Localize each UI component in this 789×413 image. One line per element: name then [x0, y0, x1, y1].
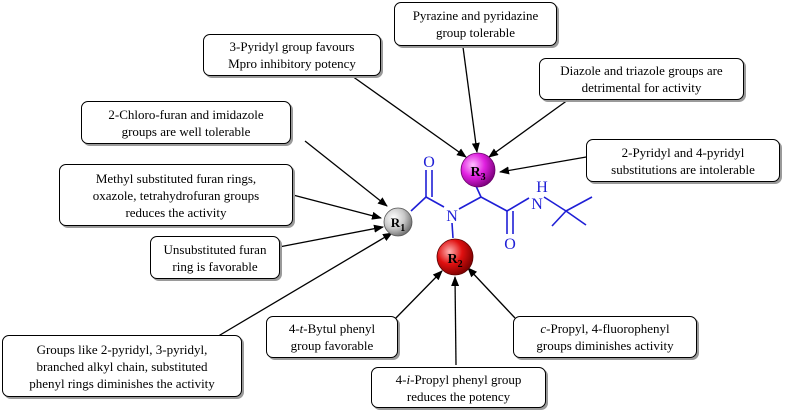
note-tbutyl-line2: group favorable	[290, 338, 374, 353]
note-cpropyl-line2: groups diminishes activity	[536, 338, 674, 353]
molecule-atoms: O N O N H	[423, 154, 548, 253]
r2-sphere: R2	[436, 238, 474, 276]
note-groupslike-line2: branched alkyl chain, substituted	[36, 358, 208, 374]
note-cpropyl-line1: c-Propyl, 4-fluorophenyl	[540, 321, 670, 336]
arrow-pyridyl3	[351, 75, 467, 158]
note-tbutyl-line1: 4-t-Bytul phenyl	[288, 321, 376, 336]
note-methylfuran-line2: oxazole, tetrahydrofuran groups	[92, 187, 260, 203]
molecule-bonds	[410, 170, 593, 239]
note-groupslike-line3: phenyl rings diminishes the activity	[29, 375, 215, 391]
note-diazole-line1: Diazole and triazole groups are	[560, 63, 723, 78]
note-chlorofuran-line2: groups are well tolerable	[121, 123, 251, 139]
arrow-ipropyl	[451, 276, 460, 366]
r3-sphere: R3	[460, 152, 496, 188]
note-pyrazine-line2: group tolerable	[435, 25, 516, 40]
atom-n-amine: N	[531, 196, 543, 213]
arrow-cpropyl	[467, 267, 516, 319]
note-cpropyl: c-Propyl, 4-fluorophenyl groups diminish…	[513, 316, 697, 358]
note-pyrazine: Pyrazine and pyridazine group tolerable	[394, 2, 557, 46]
note-ipropyl-line2: reduces the potency	[406, 388, 511, 404]
arrows	[214, 46, 593, 366]
atom-h-amine: H	[536, 179, 548, 196]
note-pyridyl3-line1: 3-Pyridyl group favours	[229, 39, 355, 54]
atom-n-amide: N	[446, 208, 458, 225]
arrow-pyridyl24	[499, 155, 593, 175]
atom-o-carbonyl-2: O	[504, 236, 516, 253]
note-groupslike: Groups like 2-pyridyl, 3-pyridyl, branch…	[2, 335, 242, 397]
note-chlorofuran-line1: 2-Chloro-furan and imidazole	[108, 106, 264, 122]
note-pyridyl24-line2: substitutions are intolerable	[611, 161, 755, 177]
r3-label: R3	[470, 165, 485, 183]
note-pyridyl24: 2-Pyridyl and 4-pyridyl substitutions ar…	[586, 139, 780, 182]
arrow-pyrazine	[462, 46, 480, 153]
note-methylfuran-line1: Methyl substituted furan rings,	[95, 170, 257, 186]
note-ipropyl-line1: 4-i-Propyl phenyl group	[395, 371, 522, 387]
note-unsubfuran: Unsubstituted furan ring is favorable	[150, 236, 280, 279]
r1-sphere: R1	[383, 207, 413, 237]
arrow-tbutyl	[391, 270, 443, 323]
note-methylfuran: Methyl substituted furan rings, oxazole,…	[59, 164, 293, 226]
arrow-unsubfuran	[278, 224, 384, 248]
note-unsubfuran-line1: Unsubstituted furan	[163, 241, 267, 257]
note-diazole: Diazole and triazole groups are detrimen…	[539, 58, 744, 100]
arrow-groupslike	[214, 232, 393, 339]
note-unsubfuran-line2: ring is favorable	[172, 258, 258, 274]
arrow-methylfuran	[292, 194, 382, 220]
note-chlorofuran: 2-Chloro-furan and imidazole groups are …	[81, 101, 291, 144]
note-groupslike-line1: Groups like 2-pyridyl, 3-pyridyl,	[36, 341, 208, 357]
note-pyridyl3: 3-Pyridyl group favours Mpro inhibitory …	[203, 34, 381, 76]
r1-label: R1	[391, 215, 405, 234]
note-pyridyl3-line2: Mpro inhibitory potency	[228, 56, 356, 71]
note-pyrazine-line1: Pyrazine and pyridazine	[412, 8, 539, 23]
note-methylfuran-line3: reduces the activity	[125, 204, 227, 220]
note-diazole-line2: detrimental for activity	[581, 80, 702, 95]
atom-o-carbonyl-1: O	[423, 154, 435, 171]
arrow-chlorofuran	[304, 140, 388, 207]
note-ipropyl: 4-i-Propyl phenyl group reduces the pote…	[371, 367, 546, 408]
note-pyridyl24-line1: 2-Pyridyl and 4-pyridyl	[621, 144, 745, 160]
arrow-diazole	[488, 96, 573, 158]
r2-label: R2	[447, 252, 462, 270]
note-tbutyl: 4-t-Bytul phenyl group favorable	[266, 316, 398, 358]
